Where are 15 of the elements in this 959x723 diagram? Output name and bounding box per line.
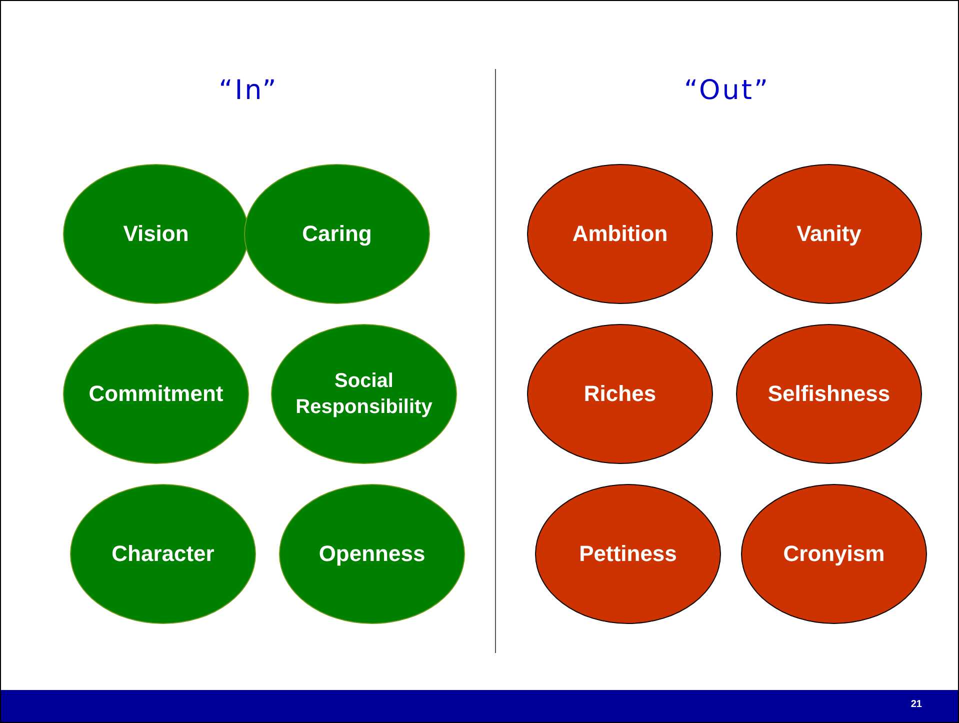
ellipse-label: Riches <box>584 381 656 407</box>
ellipse-label: Vanity <box>796 221 862 247</box>
ellipse-label: Pettiness <box>579 541 677 567</box>
ellipse-label: Cronyism <box>783 541 885 567</box>
page-number: 21 <box>910 699 922 710</box>
column-heading: “In” <box>218 75 280 106</box>
ellipse-label: Vision <box>123 221 189 247</box>
ellipse-label: Character <box>112 541 214 567</box>
ellipse-label: Selfishness <box>768 381 890 407</box>
ellipse-label: Caring <box>302 221 372 247</box>
column-heading: “Out” <box>683 75 771 106</box>
ellipse-label: Social Responsibility <box>294 369 434 420</box>
ellipse-label: Ambition <box>572 221 668 247</box>
ellipse-label: Openness <box>318 541 426 567</box>
ellipse-label: Commitment <box>88 381 224 407</box>
